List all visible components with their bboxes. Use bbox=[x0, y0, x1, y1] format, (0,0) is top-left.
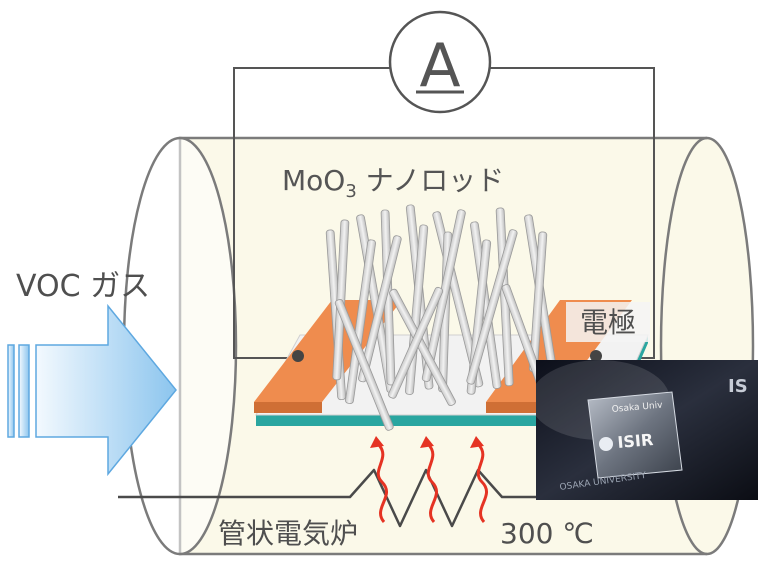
nanorod bbox=[466, 229, 518, 385]
electrode-label-bg bbox=[566, 302, 650, 342]
furnace-label: 管状電気炉 bbox=[218, 517, 358, 550]
ammeter-symbol bbox=[388, 10, 492, 114]
device-photo: Osaka Univ ISIR OSAKA UNIVERSITY IS bbox=[536, 360, 758, 500]
heat-wave bbox=[376, 442, 389, 523]
heat-wave bbox=[476, 442, 489, 523]
electrode-label: 電極 bbox=[580, 306, 636, 339]
heater bbox=[118, 436, 650, 528]
photo-chip-mark bbox=[599, 437, 613, 451]
tube-outlet-rim bbox=[659, 136, 708, 556]
nanorod-cluster bbox=[325, 204, 556, 431]
heat-wave-arrowhead bbox=[420, 436, 434, 448]
nanorod bbox=[388, 286, 444, 399]
nanorod bbox=[334, 299, 394, 431]
gas-arrow-stripe bbox=[7, 344, 15, 438]
electrode-label-box: 電極 bbox=[566, 302, 650, 342]
gas-flow-arrow bbox=[7, 303, 177, 477]
heater-coil bbox=[118, 468, 650, 528]
nanorod bbox=[345, 239, 376, 404]
nanorod bbox=[358, 235, 402, 383]
left-electrode bbox=[254, 300, 402, 402]
photo-side-text: IS bbox=[728, 376, 748, 397]
photo-chip-text: ISIR bbox=[617, 430, 654, 452]
heat-wave-arrowhead bbox=[370, 436, 384, 448]
heat-wave-arrowhead bbox=[470, 436, 484, 448]
nanorod-label: MoO3 ナノロッド bbox=[282, 164, 504, 202]
photo-chip-text: Osaka Univ bbox=[611, 401, 663, 415]
measurement-circuit: A bbox=[233, 10, 655, 359]
gas-arrow-stripe bbox=[18, 344, 30, 438]
heat-wave bbox=[426, 442, 439, 523]
voc-gas-label: VOC ガス bbox=[16, 269, 150, 304]
left-electrode-edge bbox=[254, 402, 322, 413]
photo-chip bbox=[587, 391, 683, 479]
contact-point bbox=[292, 350, 304, 362]
contact-point bbox=[590, 350, 602, 362]
nanorod bbox=[466, 239, 492, 395]
ammeter-label: A bbox=[419, 31, 460, 101]
gas-arrow-head bbox=[35, 303, 177, 477]
temperature-label: 300 ℃ bbox=[500, 517, 594, 550]
nanorod bbox=[389, 288, 456, 407]
